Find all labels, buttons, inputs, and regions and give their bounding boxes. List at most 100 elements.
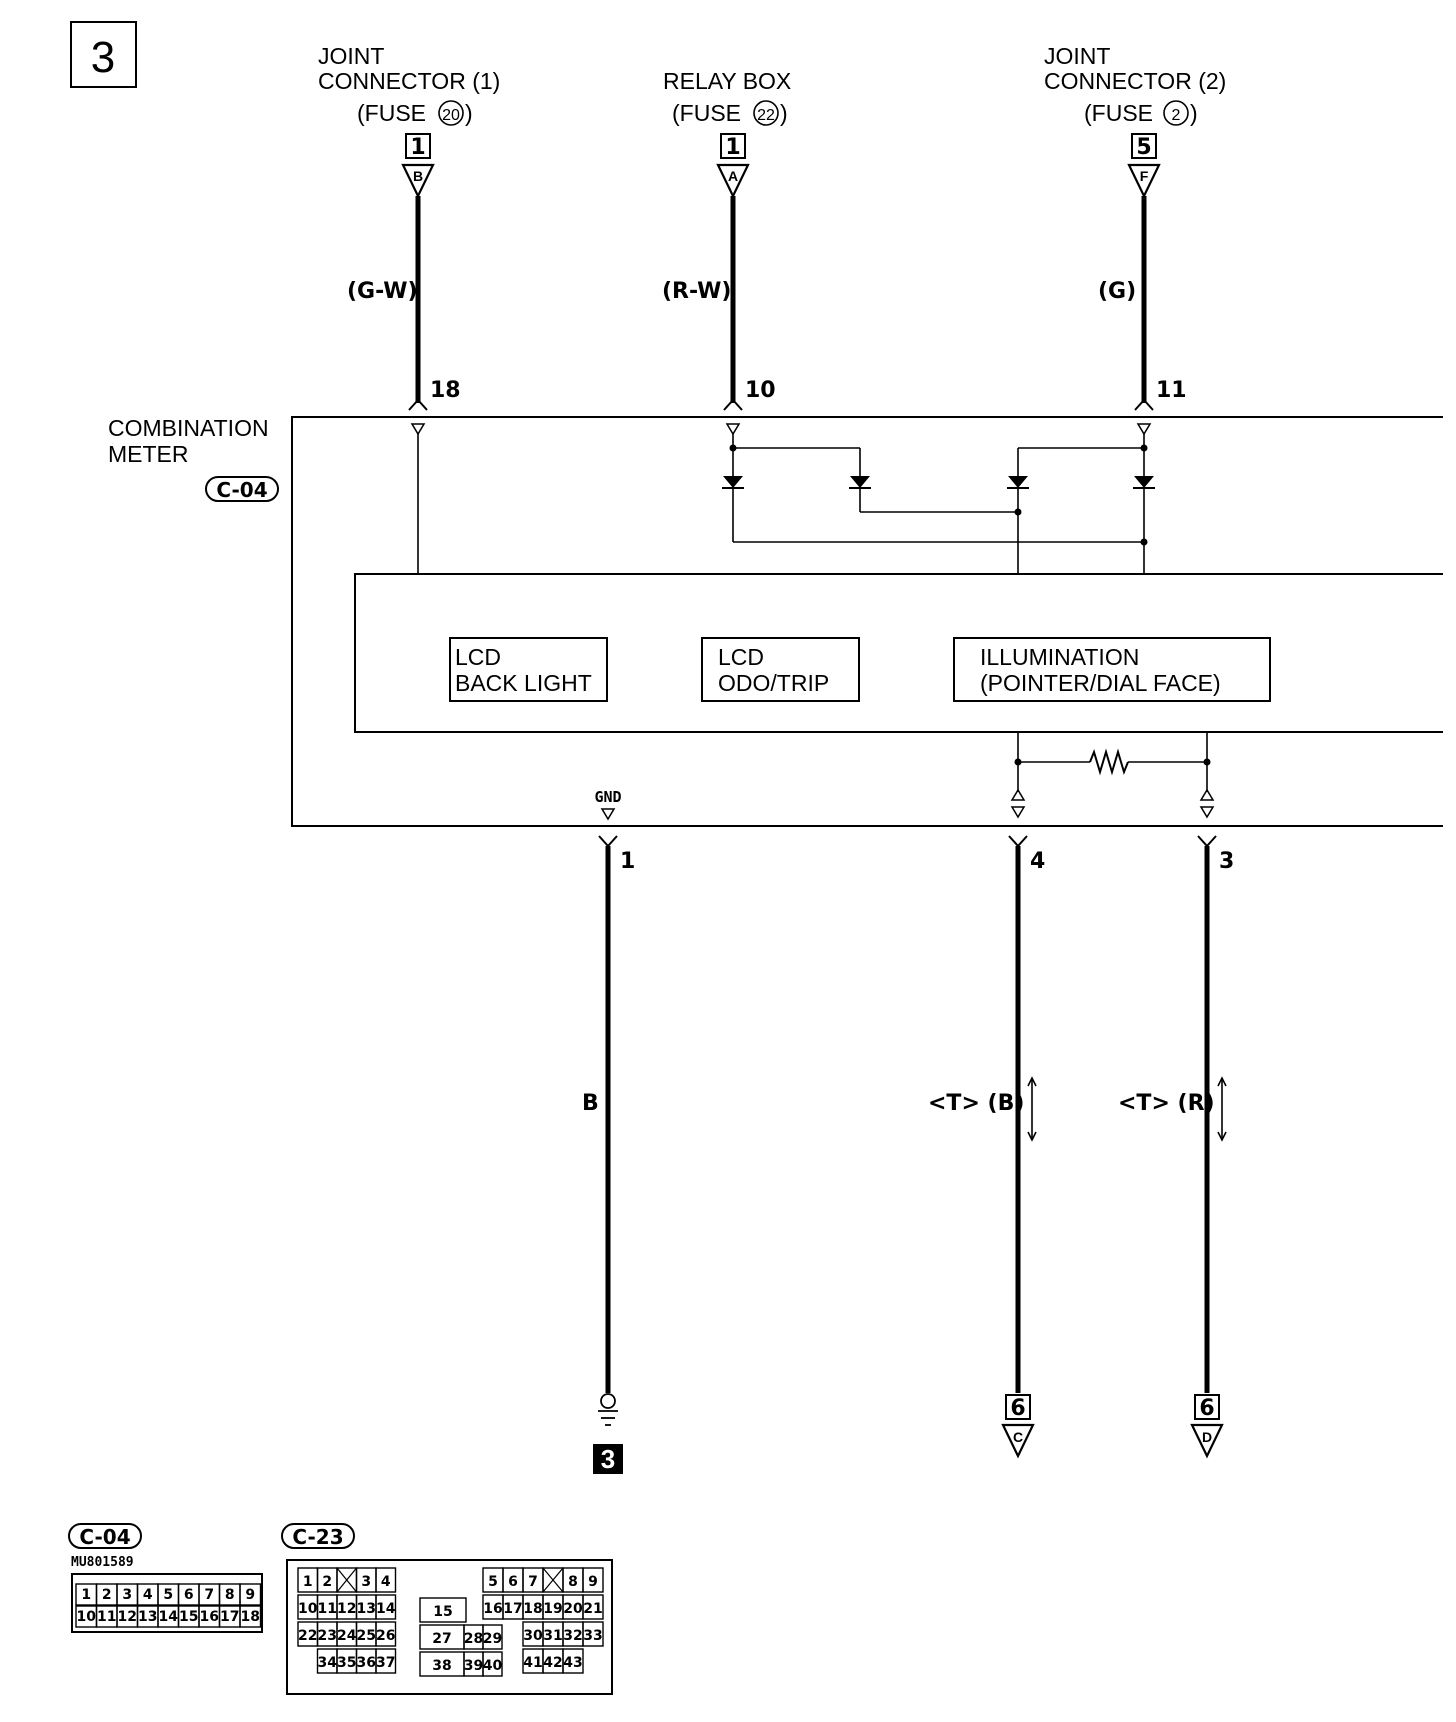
connector-pin: 33 bbox=[582, 1621, 604, 1647]
source-1-box bbox=[405, 133, 431, 159]
svg-text:5: 5 bbox=[488, 1574, 498, 1590]
connector-pin: 15 bbox=[177, 1605, 200, 1628]
connector-pin: 8 bbox=[218, 1583, 241, 1606]
output-1-pin: 1 bbox=[620, 849, 635, 874]
connector-pin: 30 bbox=[522, 1621, 544, 1647]
connector-pin: 1 bbox=[297, 1567, 319, 1593]
svg-text:40: 40 bbox=[483, 1658, 503, 1674]
connector-pin bbox=[542, 1567, 564, 1593]
svg-text:10: 10 bbox=[298, 1601, 318, 1617]
source-3-letter: F bbox=[1140, 168, 1149, 184]
connector-pin: 17 bbox=[502, 1594, 524, 1620]
svg-text:8: 8 bbox=[225, 1587, 235, 1603]
pin-mark-icon bbox=[725, 423, 741, 436]
source-joint-connector-2: JOINT CONNECTOR (2) (FUSE 2 ) 5 F (G) 11 bbox=[1044, 43, 1226, 411]
output-3-pin: 3 bbox=[1219, 849, 1234, 874]
svg-text:13: 13 bbox=[138, 1609, 157, 1625]
svg-text:4: 4 bbox=[143, 1587, 153, 1603]
module-2-line1: LCD bbox=[718, 644, 764, 670]
connector-pin: 13 bbox=[355, 1594, 377, 1620]
source-2-fuse-prefix: (FUSE bbox=[672, 100, 741, 126]
connector-pin: 16 bbox=[198, 1605, 221, 1628]
connector-pin: 28 bbox=[463, 1624, 484, 1650]
connector-pin: 1 bbox=[75, 1583, 98, 1606]
source-1-fuse-suffix: ) bbox=[465, 100, 473, 126]
pin-mark-icon bbox=[1199, 788, 1215, 819]
svg-text:1: 1 bbox=[81, 1587, 91, 1603]
svg-text:43: 43 bbox=[563, 1655, 582, 1671]
svg-text:33: 33 bbox=[583, 1628, 602, 1644]
svg-text:38: 38 bbox=[432, 1658, 451, 1674]
svg-text:14: 14 bbox=[159, 1609, 179, 1625]
connector-pin: 12 bbox=[116, 1605, 139, 1628]
source-2-fuse-number: 22 bbox=[757, 107, 775, 124]
connector-c23-label: C-23 bbox=[292, 1525, 343, 1549]
source-relay-box: RELAY BOX (FUSE 22 ) 1 A (R-W) 10 bbox=[662, 68, 791, 411]
connector-pin: 39 bbox=[463, 1651, 484, 1677]
connector-pin: 6 bbox=[502, 1567, 524, 1593]
svg-text:10: 10 bbox=[77, 1609, 97, 1625]
module-illumination bbox=[953, 637, 1271, 702]
svg-text:18: 18 bbox=[523, 1601, 542, 1617]
source-1-fuse-prefix: (FUSE bbox=[357, 100, 426, 126]
svg-text:36: 36 bbox=[357, 1655, 376, 1671]
svg-text:12: 12 bbox=[337, 1601, 356, 1617]
meter-connector-label: C-04 bbox=[216, 478, 267, 502]
output-ground: 1 B 3 bbox=[582, 835, 635, 1474]
svg-text:12: 12 bbox=[118, 1609, 137, 1625]
source-2-fuse-suffix: ) bbox=[780, 100, 788, 126]
fuse-number-circle bbox=[438, 100, 464, 126]
svg-text:35: 35 bbox=[337, 1655, 356, 1671]
bidirectional-arrow-icon bbox=[1217, 1076, 1227, 1142]
pin-terminal-icon bbox=[1008, 835, 1028, 848]
svg-text:37: 37 bbox=[376, 1655, 395, 1671]
svg-text:7: 7 bbox=[204, 1587, 214, 1603]
connector-pin: 26 bbox=[375, 1621, 397, 1647]
connector-pin: 2 bbox=[316, 1567, 338, 1593]
svg-text:21: 21 bbox=[583, 1601, 602, 1617]
connector-pin: 11 bbox=[95, 1605, 118, 1628]
svg-text:5: 5 bbox=[163, 1587, 173, 1603]
diode-icon bbox=[722, 476, 744, 489]
source-1-fuse-number: 20 bbox=[442, 107, 460, 124]
connector-pin: 4 bbox=[136, 1583, 159, 1606]
output-2-box-number: 6 bbox=[1010, 1396, 1025, 1421]
source-3-fuse-number: 2 bbox=[1172, 107, 1181, 124]
connector-pin: 17 bbox=[218, 1605, 241, 1628]
pin-terminal-icon bbox=[408, 398, 428, 411]
svg-text:27: 27 bbox=[432, 1631, 451, 1647]
svg-text:16: 16 bbox=[483, 1601, 502, 1617]
pin-terminal-icon bbox=[1197, 835, 1217, 848]
source-3-line1: JOINT bbox=[1044, 43, 1110, 69]
page-number-box bbox=[70, 21, 137, 88]
svg-text:6: 6 bbox=[184, 1587, 194, 1603]
svg-text:1: 1 bbox=[303, 1574, 313, 1590]
connector-c04-label: C-04 bbox=[79, 1525, 130, 1549]
ground-point-number: 3 bbox=[601, 1444, 615, 1474]
diode-icon bbox=[1007, 476, 1029, 489]
fuse-number-circle bbox=[753, 100, 779, 126]
combination-meter: COMBINATION METER C-04 bbox=[108, 415, 1443, 827]
output-3-box bbox=[1194, 1394, 1220, 1420]
source-3-pin: 11 bbox=[1156, 378, 1187, 403]
svg-text:15: 15 bbox=[433, 1604, 452, 1620]
module-3-line1: ILLUMINATION bbox=[980, 644, 1139, 670]
connector-arrow-icon bbox=[1190, 1423, 1224, 1459]
svg-text:9: 9 bbox=[588, 1574, 598, 1590]
connector-pin: 9 bbox=[582, 1567, 604, 1593]
pin-terminal-icon bbox=[1134, 398, 1154, 411]
module-lcd-back-light bbox=[449, 637, 608, 702]
output-pin-3: 3 <T> (R) 6 D bbox=[1118, 835, 1234, 1459]
connector-c23-badge bbox=[281, 1523, 355, 1549]
svg-text:15: 15 bbox=[179, 1609, 198, 1625]
meter-name-line2: METER bbox=[108, 441, 189, 467]
connector-pin: 40 bbox=[482, 1651, 503, 1677]
connector-arrow-icon bbox=[401, 163, 435, 199]
svg-text:32: 32 bbox=[563, 1628, 582, 1644]
svg-text:17: 17 bbox=[220, 1609, 239, 1625]
connector-pin: 22 bbox=[297, 1621, 319, 1647]
ground-point-badge bbox=[593, 1444, 623, 1474]
